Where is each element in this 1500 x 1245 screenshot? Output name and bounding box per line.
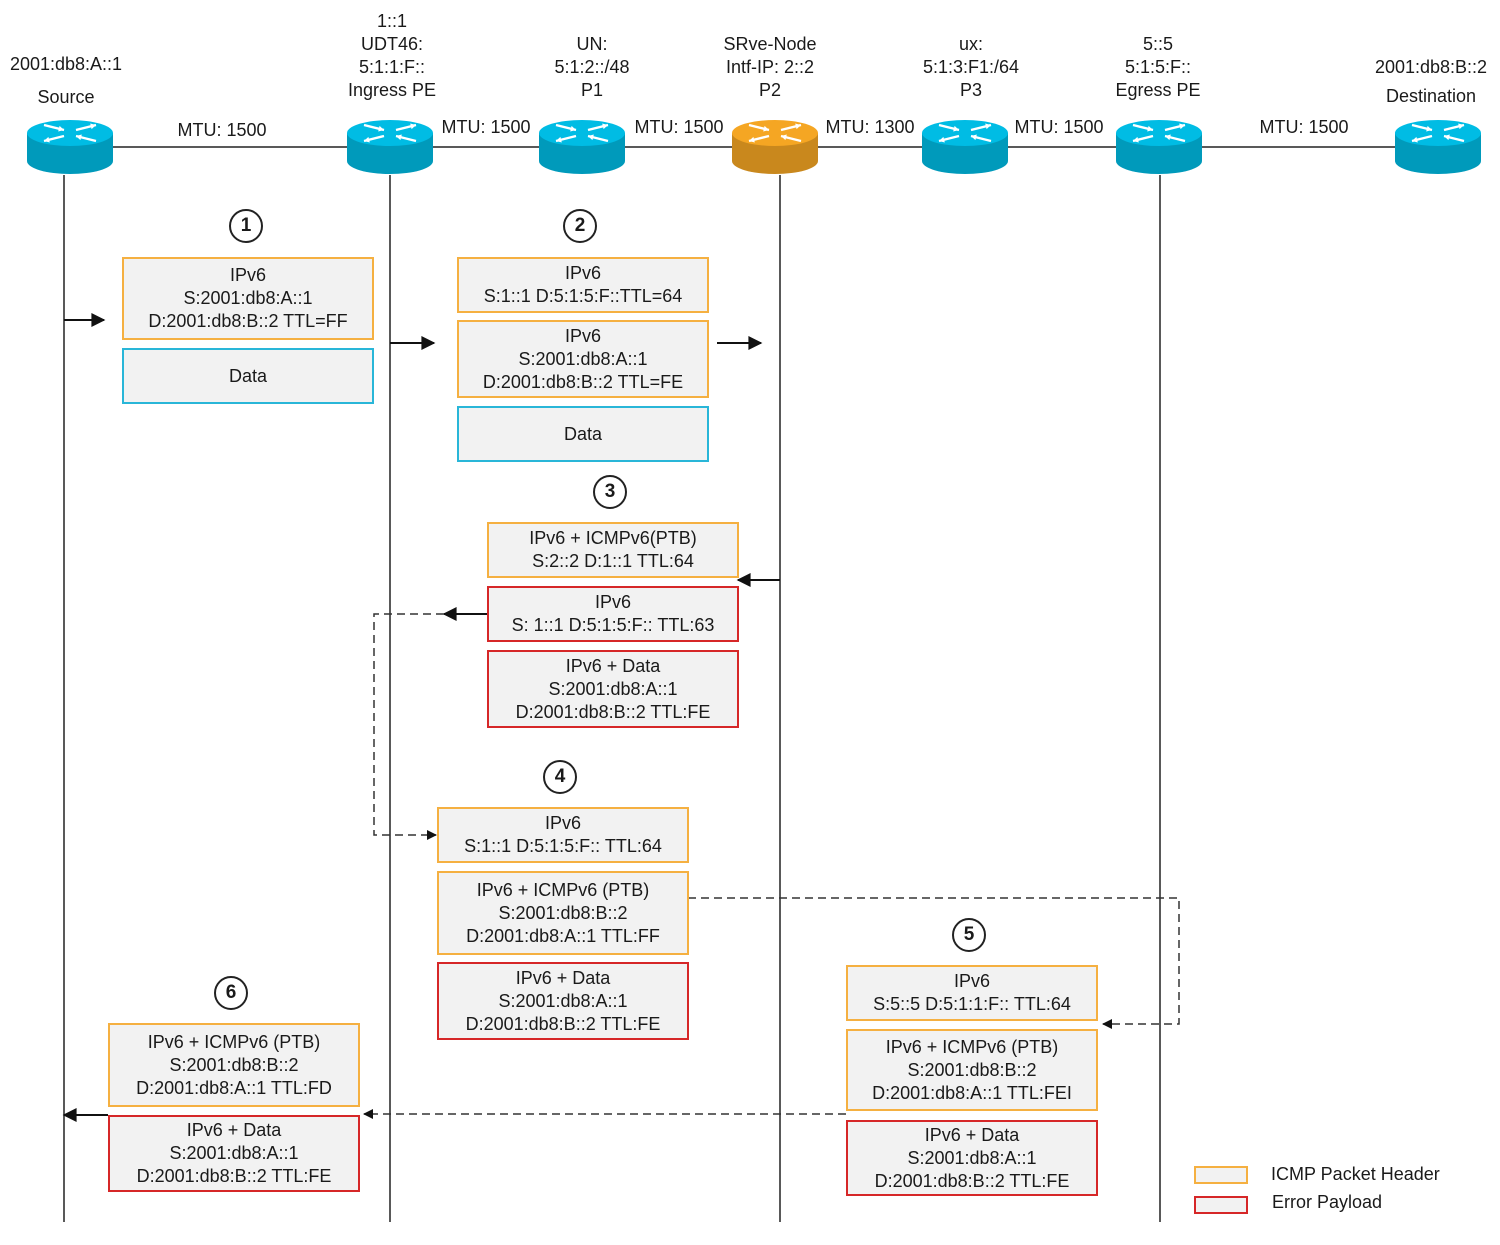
node-egress-address: 5::5: [1142, 34, 1174, 54]
step-3-marker: 3: [593, 475, 627, 509]
step5-error-data: IPv6 + Data S:2001:db8:A::1 D:2001:db8:B…: [846, 1120, 1098, 1196]
step2-inner-ipv6-header: IPv6 S:2001:db8:A::1 D:2001:db8:B::2 TTL…: [457, 320, 709, 398]
step3-error-ipv6: IPv6 S: 1::1 D:5:1:5:F:: TTL:63: [487, 586, 739, 642]
node-egress-sid: 5:1:5:F::: [1124, 57, 1192, 77]
mtu-ingress-p1: MTU: 1500: [439, 116, 533, 138]
step3-icmpv6-ptb-header: IPv6 + ICMPv6(PTB) S:2::2 D:1::1 TTL:64: [487, 522, 739, 578]
mtu-source-ingress: MTU: 1500: [175, 119, 269, 141]
node-p3-role: P3: [959, 80, 983, 100]
step6-icmpv6-ptb-header: IPv6 + ICMPv6 (PTB) S:2001:db8:B::2 D:20…: [108, 1023, 360, 1107]
node-egress-role: Egress PE: [1115, 80, 1201, 100]
node-ingress-sid: 5:1:1:F::: [358, 57, 426, 77]
router-icon-p2: [732, 120, 818, 174]
node-p1-sid-type: UN:: [576, 34, 608, 54]
node-p2-role: P2: [758, 80, 782, 100]
node-ingress-role: Ingress PE: [347, 80, 437, 100]
dashed-path-step4: [373, 613, 444, 840]
step4-outer-ipv6-header: IPv6 S:1::1 D:5:1:5:F:: TTL:64: [437, 807, 689, 863]
node-source-address: 2001:db8:A::1: [9, 54, 123, 74]
step5-icmpv6-ptb-header: IPv6 + ICMPv6 (PTB) S:2001:db8:B::2 D:20…: [846, 1029, 1098, 1111]
node-p3-label: ux: 5:1:3:F1:/64 P3: [923, 33, 1019, 102]
step4-error-data: IPv6 + Data S:2001:db8:A::1 D:2001:db8:B…: [437, 962, 689, 1040]
node-ingress-address: 1::1: [376, 11, 408, 31]
node-p2-type: SRve-Node: [723, 34, 817, 54]
mtu-p1-p2: MTU: 1500: [632, 116, 726, 138]
routers: [27, 120, 1481, 174]
timelines: [63, 175, 1161, 1222]
step1-ipv6-header: IPv6 S:2001:db8:A::1 D:2001:db8:B::2 TTL…: [122, 257, 374, 340]
node-source-label: 2001:db8:A::1 Source: [10, 53, 122, 109]
step5-outer-ipv6-header: IPv6 S:5::5 D:5:1:1:F:: TTL:64: [846, 965, 1098, 1021]
router-icon-p3: [922, 120, 1008, 174]
node-destination-label: 2001:db8:B::2 Destination: [1375, 56, 1487, 108]
step6-error-data: IPv6 + Data S:2001:db8:A::1 D:2001:db8:B…: [108, 1115, 360, 1192]
node-p3-prefix: 5:1:3:F1:/64: [922, 57, 1020, 77]
node-p1-prefix: 5:1:2::/48: [554, 57, 630, 77]
legend-label-icmp-header: ICMP Packet Header: [1271, 1164, 1440, 1184]
step1-data-payload: Data: [122, 348, 374, 404]
legend-swatch-icmp-header: [1194, 1166, 1248, 1184]
router-icon-ingress: [347, 120, 433, 174]
legend-label-error-payload: Error Payload: [1272, 1192, 1383, 1212]
node-p2-intf-ip: Intf-IP: 2::2: [725, 57, 815, 77]
router-icon-egress: [1116, 120, 1202, 174]
step3-error-data: IPv6 + Data S:2001:db8:A::1 D:2001:db8:B…: [487, 650, 739, 728]
step-5-marker: 5: [952, 918, 986, 952]
node-egress-label: 5::5 5:1:5:F:: Egress PE: [1115, 33, 1200, 102]
node-p1-role: P1: [580, 80, 604, 100]
mtu-p3-egress: MTU: 1500: [1012, 116, 1106, 138]
node-ingress-sid-type: UDT46:: [360, 34, 424, 54]
node-ingress-label: 1::1 UDT46: 5:1:1:F:: Ingress PE: [348, 10, 436, 102]
router-icon-source: [27, 120, 113, 174]
step2-outer-ipv6-header: IPv6 S:1::1 D:5:1:5:F::TTL=64: [457, 257, 709, 313]
mtu-egress-destination: MTU: 1500: [1257, 116, 1351, 138]
step-6-marker: 6: [214, 976, 248, 1010]
step4-icmpv6-ptb-header: IPv6 + ICMPv6 (PTB) S:2001:db8:B::2 D:20…: [437, 871, 689, 955]
node-p2-label: SRve-Node Intf-IP: 2::2 P2: [723, 33, 816, 102]
step2-data-payload: Data: [457, 406, 709, 462]
flow-arrows: [62, 313, 1180, 1122]
step-1-marker: 1: [229, 209, 263, 243]
node-source-role: Source: [37, 87, 95, 107]
legend-swatch-error-payload: [1194, 1196, 1248, 1214]
dashed-path-step5: [688, 897, 1180, 1029]
mtu-p2-p3: MTU: 1300: [823, 116, 917, 138]
node-destination-address: 2001:db8:B::2: [1374, 57, 1488, 77]
step-2-marker: 2: [563, 209, 597, 243]
router-icon-p1: [539, 120, 625, 174]
step-4-marker: 4: [543, 760, 577, 794]
node-p3-sid-type: ux:: [958, 34, 984, 54]
router-icon-destination: [1395, 120, 1481, 174]
node-p1-label: UN: 5:1:2::/48 P1: [554, 33, 629, 102]
node-destination-role: Destination: [1385, 86, 1477, 106]
